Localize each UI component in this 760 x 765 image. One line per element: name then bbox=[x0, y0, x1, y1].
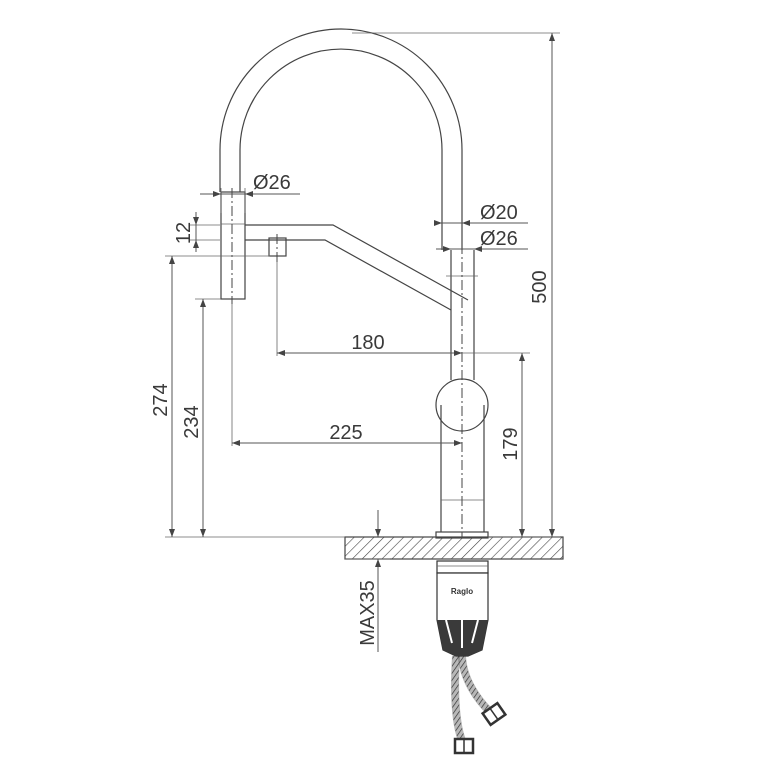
countertop-hatch bbox=[344, 536, 564, 560]
arrow-head bbox=[549, 33, 555, 41]
dim-label-spray-diameter: Ø26 bbox=[253, 172, 291, 194]
hose-fitting-left bbox=[453, 737, 475, 755]
arrow-head bbox=[474, 246, 482, 252]
arrow-head bbox=[193, 240, 199, 248]
arrow-head bbox=[519, 529, 525, 537]
gooseneck-inner bbox=[239, 48, 443, 250]
dim-body-height: 179 bbox=[462, 352, 530, 537]
dim-pipe-diameter-outer: Ø26 bbox=[436, 228, 528, 252]
dim-label-body-height: 179 bbox=[500, 427, 522, 460]
dim-label-spout-step: 12 bbox=[173, 222, 195, 244]
hose-left-shade bbox=[451, 655, 467, 745]
brand-label: Raglo bbox=[451, 587, 473, 596]
arrow-head bbox=[245, 191, 253, 197]
dim-label-pipe-inner: Ø20 bbox=[480, 202, 518, 224]
hose-left bbox=[451, 655, 467, 745]
arrow-head bbox=[549, 529, 555, 537]
arrow-head bbox=[277, 350, 285, 356]
spout-top-edge bbox=[245, 224, 469, 301]
dim-spout-reach-long: 225 bbox=[231, 304, 462, 446]
arrow-head bbox=[462, 220, 470, 226]
dim-label-total-height: 500 bbox=[529, 270, 551, 303]
hose-right-shade bbox=[458, 655, 493, 715]
arrow-head bbox=[213, 191, 221, 197]
faucet-body bbox=[219, 28, 489, 539]
arrow-head bbox=[454, 440, 462, 446]
dim-label-pipe-outer: Ø26 bbox=[480, 228, 518, 250]
hose-fitting-right bbox=[480, 701, 508, 727]
handle-knob bbox=[435, 378, 489, 432]
arrow-head bbox=[454, 350, 462, 356]
arrow-head bbox=[200, 529, 206, 537]
dim-label-height-max: 274 bbox=[150, 383, 172, 416]
countertop bbox=[344, 536, 564, 560]
dim-label-spout-reach-long: 225 bbox=[329, 422, 362, 444]
arrow-head bbox=[375, 559, 381, 567]
arrow-head bbox=[169, 256, 175, 264]
dim-counter-thickness: MAX35 bbox=[345, 510, 390, 652]
fitting-right-line bbox=[489, 707, 499, 721]
dim-total-height: 500 bbox=[352, 32, 560, 538]
arrow-head bbox=[519, 353, 525, 361]
dim-label-height-min: 234 bbox=[181, 405, 203, 438]
arrow-head bbox=[193, 217, 199, 225]
arrow-head bbox=[443, 246, 451, 252]
under-counter-assembly: Raglo bbox=[436, 560, 508, 755]
gooseneck-outer bbox=[219, 28, 463, 250]
dim-spray-diameter: Ø26 bbox=[200, 172, 300, 213]
hose-right bbox=[458, 655, 493, 715]
dim-spout-reach-short: 180 bbox=[276, 262, 462, 356]
dim-height-to-outlet-min: 234 bbox=[181, 298, 221, 537]
spout-bottom-edge bbox=[245, 239, 452, 311]
dim-label-max-thickness: MAX35 bbox=[357, 580, 379, 646]
spray-head bbox=[220, 191, 246, 300]
arrow-head bbox=[169, 529, 175, 537]
dim-label-spout-reach-short: 180 bbox=[351, 332, 384, 354]
mounting-nut bbox=[436, 560, 489, 574]
dim-height-to-outlet-max: 274 bbox=[150, 255, 345, 538]
arrow-head bbox=[434, 220, 442, 226]
grip-ribs bbox=[445, 619, 479, 648]
arrow-head bbox=[375, 529, 381, 537]
arrow-head bbox=[200, 299, 206, 307]
dim-spout-step: 12 bbox=[173, 212, 220, 252]
arrow-head bbox=[232, 440, 240, 446]
dim-pipe-diameter-inner: Ø20 bbox=[434, 202, 528, 226]
